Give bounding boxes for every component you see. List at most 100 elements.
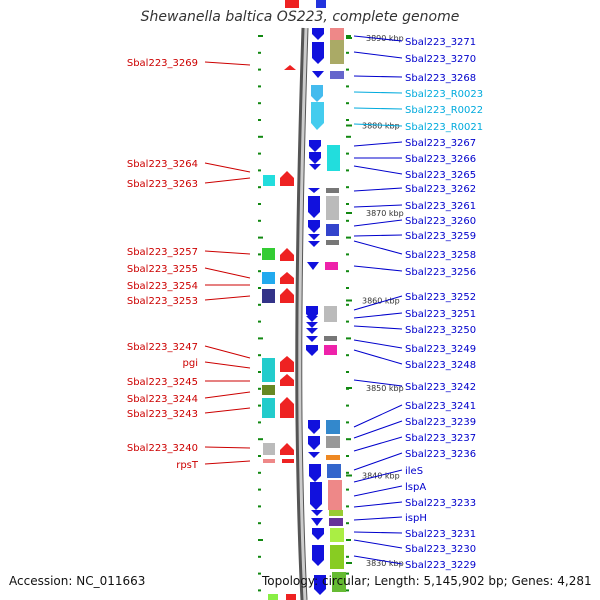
- leader-line: [353, 265, 403, 272]
- tick-mark: [258, 455, 261, 457]
- tick-mark: [346, 320, 349, 323]
- gene-box: [330, 528, 344, 542]
- gene-box: [262, 289, 275, 303]
- leader-line: [204, 162, 251, 173]
- gene-box: [329, 510, 343, 516]
- tick-mark: [258, 589, 261, 592]
- tick-mark: [258, 102, 261, 105]
- right-gene-label: Sbal223_3252: [405, 292, 476, 303]
- right-labels: Sbal223_3271Sbal223_3270Sbal223_3268Sbal…: [353, 35, 483, 571]
- kbp-label: 3880 kbp: [362, 122, 400, 131]
- leader-line: [353, 404, 403, 428]
- gene-box: [326, 196, 339, 220]
- kbp-label: 3850 kbp: [366, 384, 404, 393]
- tick-mark: [346, 270, 349, 273]
- right-gene-label: Sbal223_3260: [405, 216, 476, 227]
- gene-arrow-down: [306, 345, 318, 356]
- tick-mark: [258, 421, 261, 424]
- kbp-scale: 3890 kbp 3880 kbp 3870 kbp 3860 kbp 3850 kbp…: [346, 34, 404, 568]
- leader-line: [353, 240, 403, 255]
- tick-mark: [258, 219, 261, 222]
- tick-mark: [258, 438, 263, 441]
- left-gene-label: Sbal223_3243: [127, 409, 198, 420]
- right-gene-label: Sbal223_3239: [405, 417, 476, 428]
- tick-mark: [258, 152, 261, 155]
- right-gene-label: Sbal223_3259: [405, 231, 476, 242]
- leader-line: [353, 91, 403, 94]
- leader-line: [204, 407, 251, 414]
- tick-column-right: [346, 35, 351, 592]
- gene-arrow-down: [311, 85, 323, 102]
- right-gene-label: Sbal223_3251: [405, 309, 476, 320]
- gene-box: [330, 40, 344, 64]
- left-gene-label: Sbal223_3253: [127, 296, 198, 307]
- right-gene-label: Sbal223_R0023: [405, 89, 483, 100]
- leader-line: [353, 187, 403, 192]
- right-gene-label: ispH: [405, 513, 427, 524]
- tick-mark: [346, 539, 351, 541]
- leader-line: [353, 339, 403, 349]
- tick-mark: [258, 488, 261, 491]
- gene-box: [325, 262, 338, 270]
- tick-mark: [258, 404, 261, 407]
- gene-arrow-down: [308, 188, 320, 193]
- gene-box: [262, 398, 275, 418]
- right-gene-label: Sbal223_3230: [405, 544, 476, 555]
- top-feature: [285, 0, 299, 8]
- right-gene-label: Sbal223_3241: [405, 401, 476, 412]
- gene-box: [326, 224, 339, 236]
- leader-line: [353, 75, 403, 78]
- leader-line: [353, 555, 403, 565]
- gene-arrow-down: [310, 482, 322, 510]
- tick-mark: [258, 303, 261, 306]
- left-gene-label: Sbal223_3264: [127, 159, 198, 170]
- leader-line: [204, 61, 251, 66]
- gene-arrow-down: [308, 234, 320, 240]
- kbp-label: 3870 kbp: [366, 209, 404, 218]
- leader-line: [353, 485, 403, 497]
- gene-arrow-down: [312, 28, 324, 40]
- right-gene-label: Sbal223_R0022: [405, 105, 483, 116]
- right-gene-label: Sbal223_3233: [405, 498, 476, 509]
- gene-box: [326, 455, 340, 460]
- gene-box: [282, 459, 294, 463]
- gene-arrow-down: [307, 262, 319, 270]
- tick-mark: [258, 270, 261, 273]
- tick-mark: [258, 387, 261, 390]
- kbp-label: 3860 kbp: [362, 297, 400, 306]
- tick-mark: [346, 35, 351, 37]
- gene-box: [326, 436, 340, 448]
- leader-line: [353, 165, 403, 175]
- left-gene-label: Sbal223_3245: [127, 377, 198, 388]
- tick-mark: [346, 471, 349, 474]
- gene-arrow-up: [280, 272, 294, 284]
- right-gene-label: Sbal223_3248: [405, 360, 476, 371]
- gene-box: [286, 594, 296, 600]
- tick-mark: [258, 354, 261, 357]
- genome-backbone-highlight: [298, 27, 308, 600]
- tick-mark: [346, 236, 351, 239]
- tick-mark: [346, 455, 349, 457]
- leader-line: [353, 35, 403, 42]
- right-gene-label: Sbal223_3265: [405, 170, 476, 181]
- gene-arrow-up: [280, 288, 294, 303]
- leader-line: [353, 539, 403, 549]
- tick-mark: [346, 522, 349, 525]
- top-feature: [316, 0, 326, 8]
- gene-box: [326, 420, 340, 434]
- gene-box: [327, 464, 341, 478]
- left-gene-label: Sbal223_3257: [127, 247, 198, 258]
- gene-arrow-down: [306, 322, 318, 328]
- leader-line: [204, 391, 251, 399]
- gene-arrow-down: [308, 220, 320, 233]
- right-gene-label: Sbal223_3250: [405, 325, 476, 336]
- kbp-tick: [346, 562, 352, 564]
- right-gene-label: Sbal223_3267: [405, 138, 476, 149]
- tick-mark: [258, 51, 261, 54]
- left-gene-label: Sbal223_3244: [127, 394, 198, 405]
- leader-line: [353, 516, 403, 521]
- kbp-tick: [346, 124, 352, 127]
- kbp-label: 3840 kbp: [362, 472, 400, 481]
- gene-box: [324, 306, 337, 322]
- kbp-label: 3890 kbp: [366, 34, 404, 43]
